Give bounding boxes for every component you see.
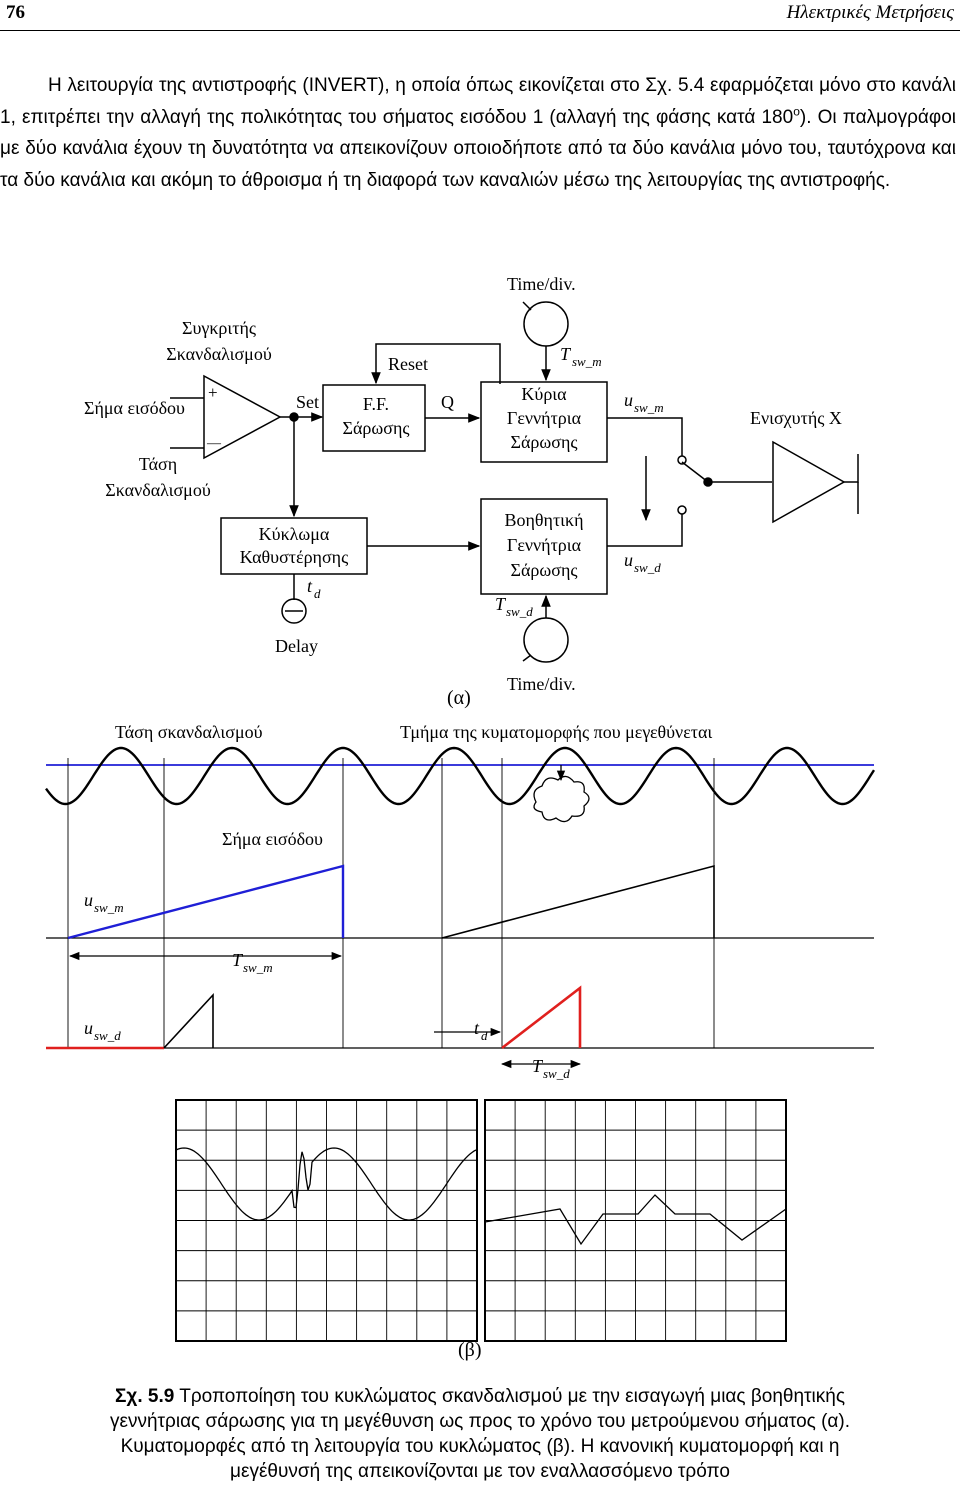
aux-gen-line1: Βοηθητική xyxy=(504,510,583,530)
aux-sweep-ramp-2 xyxy=(501,985,582,1050)
trigger-voltage-wave-label: Τάση σκανδαλισμού xyxy=(115,722,263,742)
set-label: Set xyxy=(296,392,319,412)
main-sweep-generator-block xyxy=(480,381,608,463)
tswm-label-top: T sw_m xyxy=(560,344,602,369)
svg-text:sw_d: sw_d xyxy=(543,1066,570,1081)
svg-text:u: u xyxy=(624,390,633,410)
switch-contact-bottom xyxy=(677,505,687,515)
screen-normal-trace xyxy=(175,1147,477,1221)
tswd-label-w: T sw_d xyxy=(532,1056,570,1081)
trigger-comparator xyxy=(203,374,282,460)
uswd-label-w: u sw_d xyxy=(84,1018,121,1043)
time-div-top-label: Time/div. xyxy=(507,274,576,294)
svg-text:sw_m: sw_m xyxy=(634,400,664,415)
switch-contact-top xyxy=(677,455,687,465)
delay-knob-icon xyxy=(281,598,307,624)
svg-text:sw_m: sw_m xyxy=(94,900,124,915)
ff-label-line1: F.F. xyxy=(363,394,389,414)
time-div-knob-bottom-icon xyxy=(523,617,569,663)
paragraph-text-b: ). Οι παλμογράφοι με δύο κανάλια έχουν τ… xyxy=(0,106,956,191)
svg-text:T: T xyxy=(495,594,507,614)
svg-text:T: T xyxy=(560,344,572,364)
svg-text:sw_d: sw_d xyxy=(634,560,661,575)
time-div-bottom-label: Time/div. xyxy=(507,674,576,694)
waveform-diagram: Τάση σκανδαλισμού Τμήμα της κυματομορφής… xyxy=(45,722,876,1081)
ff-label-line2: Σάρωσης xyxy=(343,418,410,438)
svg-text:sw_d: sw_d xyxy=(94,1028,121,1043)
caption-label: Σχ. 5.9 xyxy=(115,1386,175,1407)
reset-feedback-wire xyxy=(371,343,501,385)
main-sweep-ramp-1 xyxy=(67,864,345,940)
aux-sweep-ramp-1 xyxy=(163,992,214,1049)
main-gen-line2: Γεννήτρια xyxy=(507,408,582,428)
aux-gen-line3: Σάρωσης xyxy=(511,560,578,580)
figure-caption: Σχ. 5.9 Τροποποίηση του κυκλώματος σκανδ… xyxy=(88,1384,872,1484)
svg-text:sw_m: sw_m xyxy=(572,354,602,369)
selector-switch-blade xyxy=(681,461,709,483)
comparator-plus: + xyxy=(208,383,218,402)
screen-magnified-trace xyxy=(484,1194,787,1246)
td-label-w: t d xyxy=(474,1018,488,1043)
aux-sweep-output-wire xyxy=(607,514,683,547)
delay-line1: Κύκλωμα xyxy=(259,524,330,544)
comparator-minus: — xyxy=(206,436,222,451)
caption-text: Τροποποίηση του κυκλώματος σκανδαλισμού … xyxy=(110,1386,850,1482)
main-gen-line1: Κύρια xyxy=(521,384,567,404)
amplifier-x xyxy=(772,440,846,524)
body-paragraph: Η λειτουργία της αντιστροφής (INVERT), η… xyxy=(0,70,956,196)
svg-text:t: t xyxy=(307,576,313,596)
magnification-cloud xyxy=(533,775,590,823)
uswm-label-a: u sw_m xyxy=(624,390,664,415)
svg-text:d: d xyxy=(481,1028,488,1043)
aux-gen-line2: Γεννήτρια xyxy=(507,535,582,555)
svg-text:sw_d: sw_d xyxy=(506,604,533,619)
reset-label: Reset xyxy=(388,354,428,374)
main-sweep-ramp-2 xyxy=(441,864,715,939)
running-header-title: Ηλεκτρικές Μετρήσεις xyxy=(786,2,954,23)
q-label: Q xyxy=(441,392,454,412)
figure-label-a: (α) xyxy=(447,687,471,709)
uswd-label-a: u sw_d xyxy=(624,550,661,575)
comparator-label-line2: Σκανδαλισμού xyxy=(166,344,272,364)
svg-text:t: t xyxy=(474,1018,480,1038)
trigger-voltage-label-line1: Τάση xyxy=(139,454,177,474)
oscilloscope-screens-b: (β) xyxy=(175,1099,787,1361)
svg-text:T: T xyxy=(532,1056,544,1076)
svg-text:u: u xyxy=(624,550,633,570)
input-signal-label: Σήμα εισόδου xyxy=(84,398,185,418)
input-signal-wave-label: Σήμα εισόδου xyxy=(222,829,323,849)
svg-text:d: d xyxy=(314,586,321,601)
screen-magnified-grid xyxy=(485,1100,786,1341)
knob-bottom-tick xyxy=(522,654,532,662)
svg-text:u: u xyxy=(84,890,93,910)
paragraph-text-a: Η λειτουργία της αντιστροφής (INVERT), η… xyxy=(0,75,956,128)
figure-label-b: (β) xyxy=(458,1339,482,1361)
degree-superscript: ο xyxy=(793,104,800,119)
tswm-label-w: T sw_m xyxy=(232,950,273,975)
screen-normal-grid xyxy=(176,1100,477,1341)
td-label-a: t d xyxy=(307,576,321,601)
main-gen-line3: Σάρωσης xyxy=(511,432,578,452)
knob-top-tick xyxy=(522,301,532,311)
amplifier-output-wire xyxy=(844,454,859,483)
comparator-label-line1: Συγκριτής xyxy=(182,318,256,338)
delay-knob-label: Delay xyxy=(275,636,318,656)
svg-text:T: T xyxy=(232,950,244,970)
header-rule xyxy=(0,30,960,31)
delay-line2: Καθυστέρησης xyxy=(240,547,348,567)
svg-text:sw_m: sw_m xyxy=(243,960,273,975)
main-sweep-output-wire xyxy=(607,417,683,456)
trigger-voltage-label-line2: Σκανδαλισμού xyxy=(105,480,211,500)
uswm-label-w: u sw_m xyxy=(84,890,124,915)
tswd-label-a: T sw_d xyxy=(495,594,533,619)
block-diagram-a: Time/div. T sw_m Συγκριτής Σκανδαλισμού … xyxy=(84,274,859,709)
input-signal-sinewave xyxy=(45,746,876,806)
svg-text:u: u xyxy=(84,1018,93,1038)
page-number: 76 xyxy=(6,2,25,23)
magnified-part-label: Τμήμα της κυματομορφής που μεγεθύνεται xyxy=(400,722,712,742)
amplifier-x-label: Ενισχυτής Χ xyxy=(750,408,842,428)
